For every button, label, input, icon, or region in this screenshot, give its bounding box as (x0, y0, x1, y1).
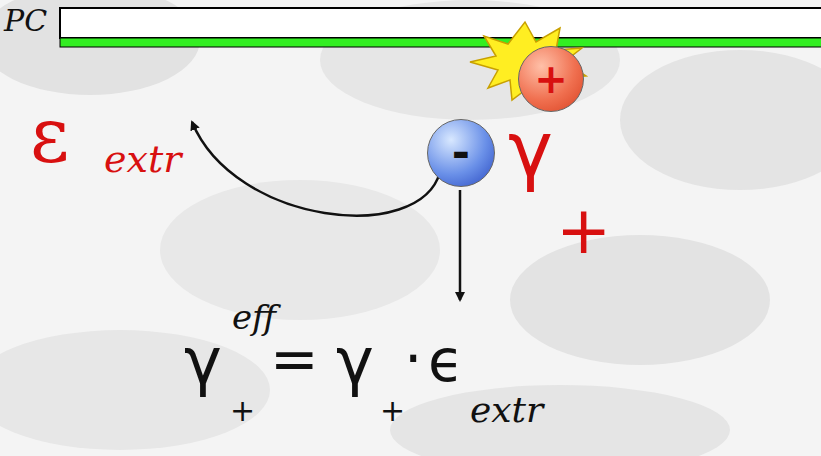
superscript: eff (232, 300, 276, 334)
symbol: ϵ (428, 332, 464, 390)
photocathode-bar (60, 8, 821, 38)
symbol: ε (30, 98, 69, 174)
charge-sign: - (452, 131, 470, 175)
positive-ion: + (518, 46, 584, 112)
extraction-arrow (192, 122, 440, 216)
photocathode-layer (60, 38, 821, 47)
subscript: + (556, 198, 611, 264)
dot-operator: · (404, 330, 422, 388)
symbol: γ (508, 112, 553, 188)
subscript: + (380, 396, 405, 426)
symbol: γ (184, 330, 222, 394)
equals-sign: = (270, 330, 319, 388)
subscript: extr (104, 140, 181, 178)
subscript: + (230, 396, 255, 426)
symbol: γ (336, 330, 374, 394)
charge-sign: + (534, 59, 568, 99)
down-arrow (459, 190, 462, 300)
photocathode-label: PC (4, 6, 47, 36)
subscript: extr (470, 392, 543, 428)
electron: - (427, 119, 495, 187)
